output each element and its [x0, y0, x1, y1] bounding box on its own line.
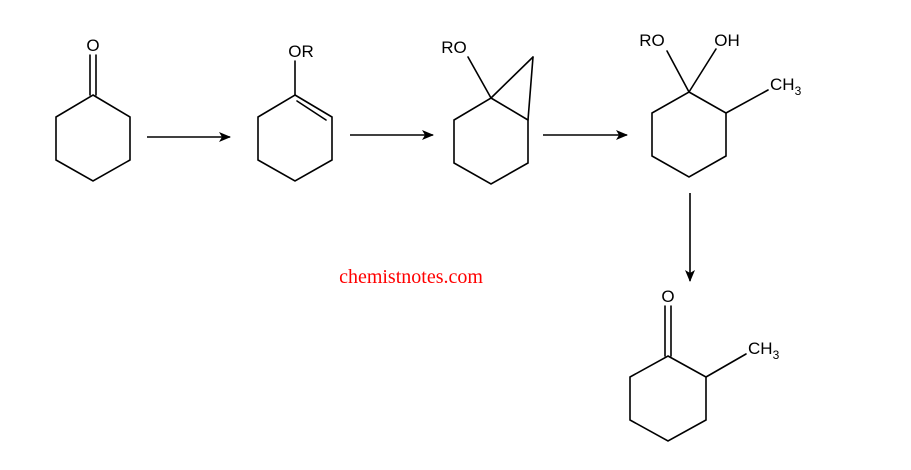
methyl-label: CH3 [748, 339, 780, 362]
ring [629, 355, 707, 442]
oxygen-bond [467, 56, 492, 99]
oxygen-label: O [86, 36, 99, 55]
ring [257, 94, 333, 182]
molecule-hemiketal: RO OH CH3 [639, 31, 802, 178]
or-label: OR [288, 42, 314, 61]
cyclopropane-bond-1 [490, 56, 534, 99]
oh-label: OH [714, 31, 740, 50]
molecule-bicyclic-ether: RO [441, 38, 534, 185]
oxygen-label: O [661, 287, 674, 306]
ring [453, 97, 529, 185]
ro-bond [666, 50, 690, 93]
ring [651, 91, 727, 178]
cyclopropane-bond-2 [527, 56, 534, 121]
molecule-2-methylcyclohexanone: O CH3 [629, 287, 780, 442]
ro-label: RO [441, 38, 467, 57]
methyl-label: CH3 [770, 75, 802, 98]
alkene-inner-bond [296, 100, 327, 121]
watermark-text: chemistnotes.com [339, 266, 483, 288]
methyl-bond [705, 353, 747, 378]
methyl-bond [725, 89, 769, 114]
oh-bond [688, 48, 717, 93]
molecule-enol-ether: OR [257, 42, 333, 182]
molecule-cyclohexanone: O [55, 36, 131, 182]
ro-label: RO [639, 31, 665, 50]
ring [55, 94, 131, 182]
